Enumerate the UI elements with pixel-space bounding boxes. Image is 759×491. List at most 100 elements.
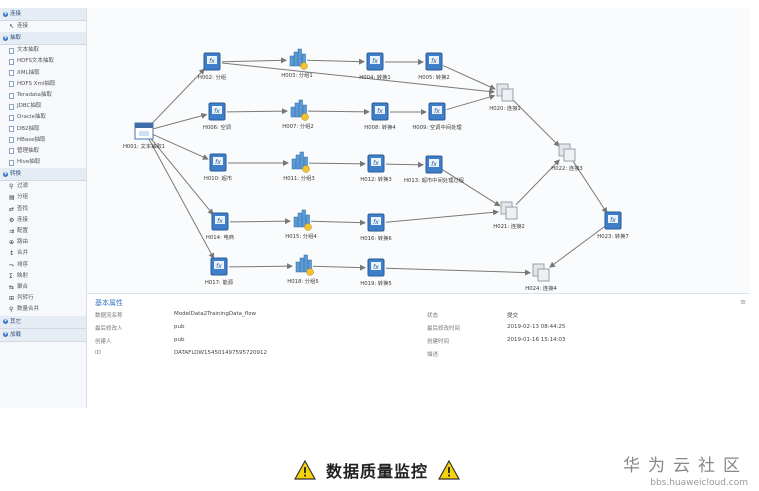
caption: 数据质量监控 [286,455,468,485]
sidebar-item[interactable]: ⊕路由 [0,237,86,248]
flow-connector[interactable] [442,169,501,207]
flow-node-h024[interactable]: H024: 连接4 [525,263,557,292]
flow-connector[interactable] [442,65,496,90]
sidebar-item[interactable]: JDBC抽取 [0,101,86,112]
sidebar-item[interactable]: HBase抽取 [0,135,86,146]
flow-connector[interactable] [515,159,560,205]
hamburger-icon[interactable]: ≡ [740,298,746,306]
function-node-icon: fx [367,258,385,277]
flow-connector[interactable] [153,112,208,130]
sidebar-item[interactable]: HDFS文本抽取 [0,56,86,67]
collapse-toggle-icon[interactable]: ▾ [3,10,8,17]
flow-connector[interactable] [446,94,496,111]
flow-node-label: H006: 空调 [203,123,231,131]
sidebar-group-header[interactable]: ▾抽取 [0,32,86,46]
flow-node-label: H013: 超市中间处理过程 [404,176,465,184]
flow-connector[interactable] [150,68,205,125]
flow-connector[interactable] [310,219,367,226]
properties-title: 基本属性 [95,299,123,307]
flow-connector[interactable] [511,98,560,147]
sidebar-item[interactable]: ↖连接 [0,21,86,32]
sidebar-item[interactable]: ▤分组 [0,192,86,203]
sidebar-item[interactable]: XML抽取 [0,68,86,79]
flow-connector[interactable] [385,209,500,223]
sidebar-item[interactable]: ⇉配置 [0,226,86,237]
flow-node-h021[interactable]: H021: 连接2 [493,201,525,230]
sidebar-item-label: Oracle抽取 [17,114,46,121]
sidebar-item[interactable]: Oracle抽取 [0,112,86,123]
sidebar-item[interactable]: ⤳排序 [0,260,86,271]
flow-node-h001[interactable]: H001: 文本抽取1 [123,122,165,150]
sidebar-item[interactable]: Teradata抽取 [0,90,86,101]
sidebar-item[interactable]: ↕合并 [0,248,86,259]
flow-connector[interactable] [308,160,367,167]
flow-node-h020[interactable]: H020: 连接1 [489,83,521,112]
sidebar-item[interactable]: 文本抽取 [0,45,86,56]
flow-connector[interactable] [385,267,532,276]
flow-connector[interactable] [221,62,496,95]
flow-node-h003[interactable]: H003: 分组1 [281,48,313,79]
flow-node-h022[interactable]: H022: 连接3 [551,143,583,172]
collapse-toggle-icon[interactable]: ▾ [3,318,8,324]
flow-connector[interactable] [312,264,367,271]
collapse-toggle-icon[interactable]: ▾ [3,34,8,41]
flow-connector[interactable] [148,138,215,260]
flow-connector[interactable] [385,161,425,168]
flow-connector[interactable] [150,137,214,216]
flow-connector[interactable] [572,160,608,214]
flow-connector[interactable] [307,108,371,115]
property-key: 数据流名称 [95,313,123,319]
flow-connector[interactable] [549,225,606,268]
flow-connector[interactable] [306,58,366,65]
sidebar-item[interactable]: ⇄查找 [0,204,86,215]
collapse-toggle-icon[interactable]: ▾ [3,331,8,337]
flow-node-label: H004: 转换1 [359,73,391,81]
flow-connector[interactable] [226,108,289,115]
sidebar-item[interactable]: Hive抽取 [0,157,86,168]
sidebar-group-header[interactable]: ▾加载 [0,328,86,342]
flow-connector[interactable] [229,218,292,225]
sidebar-item[interactable]: ⚙连接 [0,215,86,226]
collapse-toggle-icon[interactable]: ▾ [3,170,8,177]
flow-node-h015[interactable]: H015: 分组4 [285,209,317,240]
flow-node-label: H023: 转换7 [597,232,629,240]
sidebar-item[interactable]: HDFS Xml抽取 [0,79,86,90]
group-node-icon [291,151,310,173]
flow-connector[interactable] [221,57,288,64]
sidebar-item[interactable]: ⊞列转行 [0,293,86,304]
sidebar-item[interactable]: ⚲数量合并 [0,304,86,315]
sidebar-item[interactable]: 管理抽取 [0,146,86,157]
flow-node-h018[interactable]: H018: 分组5 [287,254,319,285]
sidebar-item[interactable]: DB2抽取 [0,124,86,135]
flow-connector[interactable] [228,263,294,270]
sidebar-item-label: 排序 [17,261,29,268]
flow-node-h011[interactable]: H011: 分组3 [283,151,315,182]
flow-node-label: H022: 连接3 [551,164,583,172]
sidebar-item[interactable]: ⚲过滤 [0,181,86,192]
sidebar-group-header[interactable]: ▾连接 [0,8,86,21]
sidebar-group-header[interactable]: ▾转换 [0,168,86,182]
flow-node-label: H015: 分组4 [285,232,317,240]
sidebar-group-header[interactable]: ▾其它 [0,315,86,329]
sidebar-item[interactable]: ⇆聚合 [0,282,86,293]
flow-connector[interactable] [152,134,209,160]
flow-node-h007[interactable]: H007: 分组2 [282,99,314,130]
